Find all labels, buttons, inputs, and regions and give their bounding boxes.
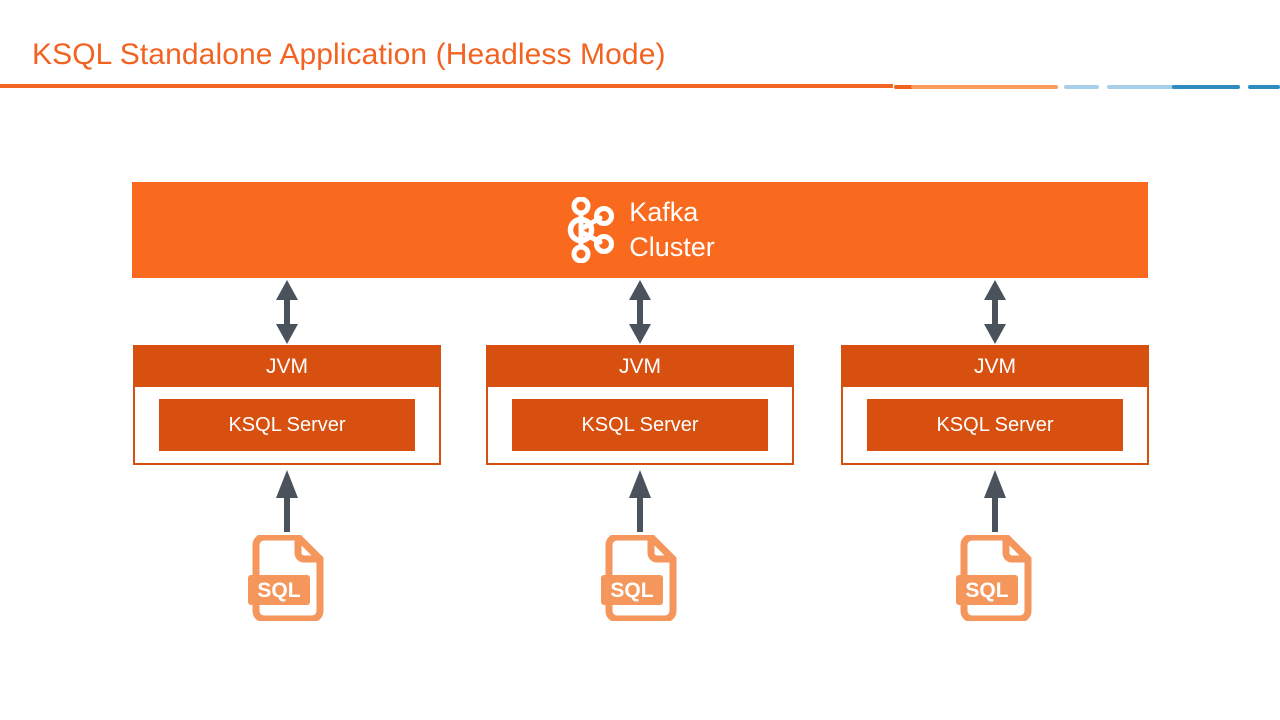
ksql-node-column-1: JVM KSQL Server SQL bbox=[133, 280, 441, 621]
jvm-box-2: JVM KSQL Server bbox=[486, 345, 794, 465]
jvm-box-3: JVM KSQL Server bbox=[841, 345, 1149, 465]
kafka-cluster-icon bbox=[567, 197, 615, 263]
sql-file-label-1: SQL bbox=[257, 579, 300, 602]
ksql-node-column-3: JVM KSQL Server SQL bbox=[841, 280, 1149, 621]
kafka-cluster-label: Kafka Cluster bbox=[629, 197, 715, 262]
jvm-body-1: KSQL Server bbox=[135, 387, 439, 463]
bidirectional-arrow-kafka-1 bbox=[276, 280, 298, 344]
bidirectional-arrow-kafka-3 bbox=[984, 280, 1006, 344]
up-arrow-from-sql-file-3 bbox=[984, 470, 1006, 532]
bidirectional-arrow-kafka-2 bbox=[629, 280, 651, 344]
sql-file-icon-2: SQL bbox=[601, 535, 677, 621]
jvm-body-3: KSQL Server bbox=[843, 387, 1147, 463]
kafka-cluster-content: Kafka Cluster bbox=[565, 195, 715, 265]
sql-file-icon-1: SQL bbox=[248, 535, 324, 621]
decor-segment-blue-pale-2 bbox=[1107, 85, 1177, 89]
jvm-header-1: JVM bbox=[135, 347, 439, 387]
ksql-server-label-1: KSQL Server bbox=[228, 413, 346, 436]
page-title: KSQL Standalone Application (Headless Mo… bbox=[32, 38, 666, 71]
sql-file-label-2: SQL bbox=[610, 579, 653, 602]
ksql-server-box-2: KSQL Server bbox=[512, 399, 768, 451]
jvm-box-1: JVM KSQL Server bbox=[133, 345, 441, 465]
kafka-cluster-bar: Kafka Cluster bbox=[132, 182, 1148, 278]
jvm-label-2: JVM bbox=[619, 355, 661, 378]
decor-segment-blue-small bbox=[1248, 85, 1280, 89]
decor-segment-blue-strong bbox=[1172, 85, 1240, 89]
jvm-body-2: KSQL Server bbox=[488, 387, 792, 463]
up-arrow-from-sql-file-1 bbox=[276, 470, 298, 532]
decor-segment-orange-light bbox=[911, 85, 1058, 89]
ksql-server-label-3: KSQL Server bbox=[936, 413, 1054, 436]
ksql-server-box-1: KSQL Server bbox=[159, 399, 415, 451]
decor-segment-blue-pale-1 bbox=[1064, 85, 1099, 89]
sql-file-label-3: SQL bbox=[965, 579, 1008, 602]
jvm-header-2: JVM bbox=[488, 347, 792, 387]
jvm-header-3: JVM bbox=[843, 347, 1147, 387]
ksql-node-column-2: JVM KSQL Server SQL bbox=[486, 280, 794, 621]
title-underline-rule bbox=[0, 84, 893, 88]
jvm-label-1: JVM bbox=[266, 355, 308, 378]
jvm-label-3: JVM bbox=[974, 355, 1016, 378]
ksql-server-label-2: KSQL Server bbox=[581, 413, 699, 436]
up-arrow-from-sql-file-2 bbox=[629, 470, 651, 532]
sql-file-icon-3: SQL bbox=[956, 535, 1032, 621]
ksql-server-box-3: KSQL Server bbox=[867, 399, 1123, 451]
